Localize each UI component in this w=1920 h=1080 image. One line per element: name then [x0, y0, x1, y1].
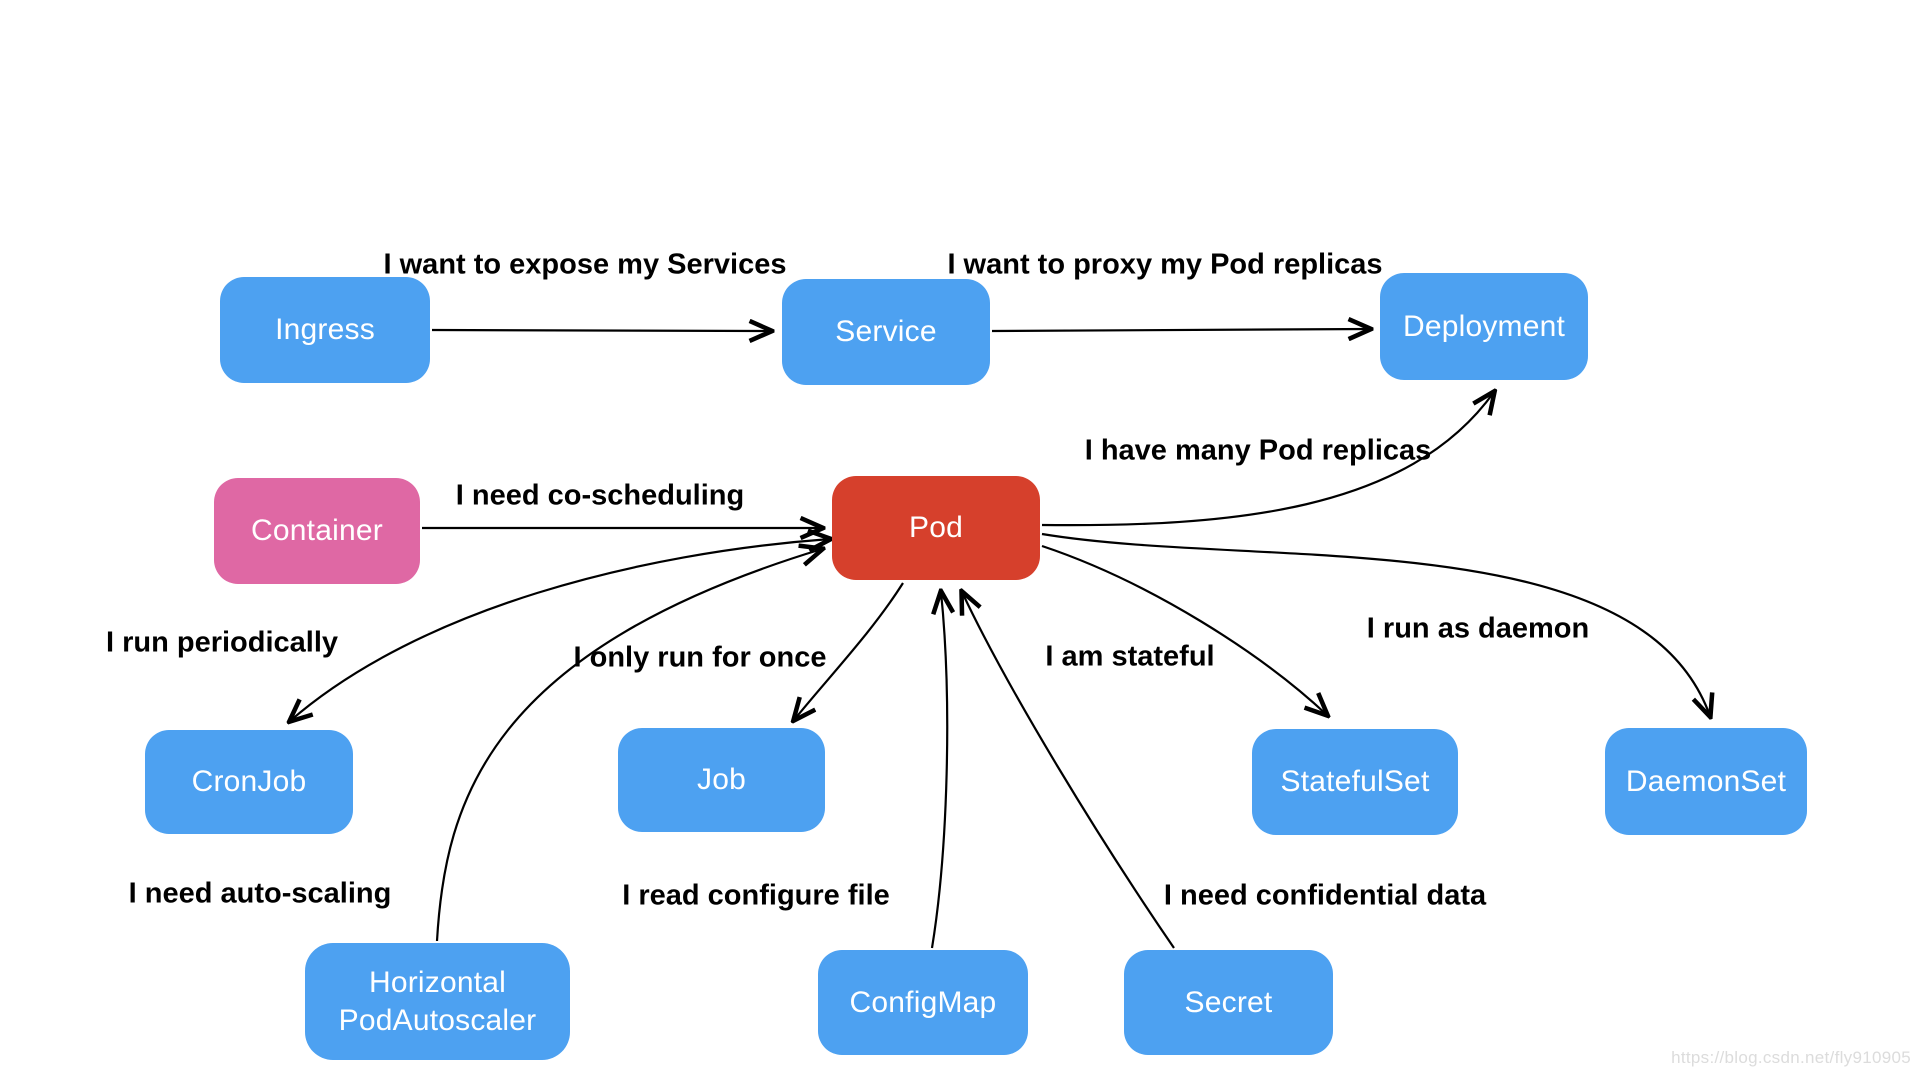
edge-pod-daemonset — [1041, 532, 1710, 716]
node-service: Service — [782, 279, 990, 385]
node-job: Job — [618, 728, 825, 832]
edge-hpa-pod — [435, 549, 822, 942]
edge-label-auto-scaling: I need auto-scaling — [128, 877, 392, 910]
edge-ingress-service — [431, 330, 771, 331]
node-container: Container — [214, 478, 420, 584]
edge-label-configure-file: I read configure file — [622, 879, 890, 912]
edge-pod-cronjob — [290, 539, 830, 721]
edge-pod-statefulset — [1041, 544, 1327, 715]
edge-label-proxy-replicas: I want to proxy my Pod replicas — [947, 248, 1383, 281]
edge-label-run-once: I only run for once — [573, 641, 827, 674]
edge-label-stateful: I am stateful — [1045, 640, 1215, 673]
edge-pod-job — [794, 582, 904, 720]
edge-label-run-as-daemon: I run as daemon — [1366, 612, 1590, 645]
edge-label-co-scheduling: I need co-scheduling — [455, 479, 745, 512]
node-secret: Secret — [1124, 950, 1333, 1055]
node-statefulset: StatefulSet — [1252, 729, 1458, 835]
node-horizontal-pod-autoscaler: Horizontal PodAutoscaler — [305, 943, 570, 1060]
edge-label-many-pod-replicas: I have many Pod replicas — [1084, 434, 1432, 467]
edge-label-expose-services: I want to expose my Services — [383, 248, 787, 281]
edge-configmap-pod — [930, 592, 947, 949]
node-configmap: ConfigMap — [818, 950, 1028, 1055]
edge-label-confidential-data: I need confidential data — [1163, 879, 1487, 912]
node-ingress: Ingress — [220, 277, 430, 383]
node-daemonset: DaemonSet — [1605, 728, 1807, 835]
node-cronjob: CronJob — [145, 730, 353, 834]
watermark-url: https://blog.csdn.net/fly910905 — [1671, 1048, 1911, 1067]
edge-secret-pod — [962, 592, 1175, 949]
edge-service-deployment — [991, 329, 1370, 331]
edge-pod-deployment — [1041, 392, 1494, 527]
edge-label-run-periodically: I run periodically — [105, 626, 339, 659]
node-pod: Pod — [832, 476, 1040, 580]
node-deployment: Deployment — [1380, 273, 1588, 380]
